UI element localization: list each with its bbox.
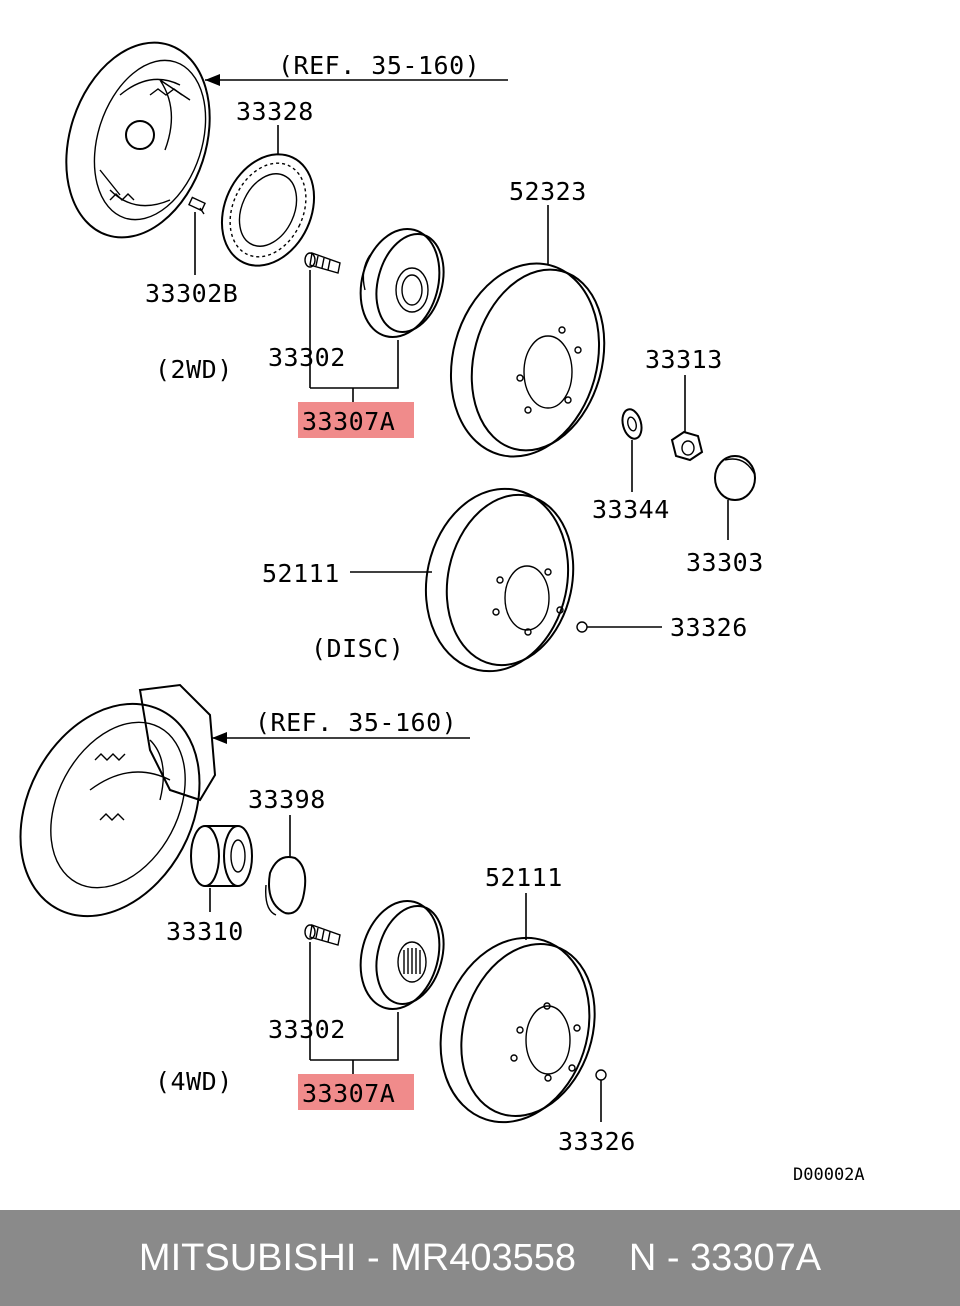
label-disc: (DISC) [311, 634, 404, 663]
part-33302-bolt-top [304, 252, 341, 274]
brake-assembly-bottom [19, 683, 217, 918]
label-33302B: 33302B [145, 279, 238, 308]
part-33328-ring [220, 153, 316, 267]
parts-diagram: (REF. 35-160) 33328 33302B 33302 33307A … [19, 41, 865, 1185]
label-33310: 33310 [166, 917, 244, 946]
label-33344: 33344 [592, 495, 670, 524]
label-33328: 33328 [236, 97, 314, 126]
highlight-33307A-bottom [298, 1074, 414, 1110]
part-52111-disc-mid [424, 487, 575, 673]
brake-assembly-top [65, 41, 211, 239]
label-33307A-bottom: 33307A [302, 1079, 395, 1108]
part-33307A-hub-bottom [359, 899, 445, 1011]
label-52323: 52323 [509, 177, 587, 206]
part-33302B-screw [188, 196, 206, 215]
label-33326-mid: 33326 [670, 613, 748, 642]
part-33326-screw-bottom [595, 1069, 607, 1081]
highlight-33307A-top [298, 402, 414, 438]
diagram-code: D00002A [793, 1165, 865, 1185]
label-33313: 33313 [645, 345, 723, 374]
label-33302-bottom: 33302 [268, 1015, 346, 1044]
part-33326-screw-mid [576, 621, 588, 633]
part-33398-snap-ring [265, 856, 307, 916]
label-4wd: (4WD) [155, 1067, 233, 1096]
footer-text: MITSUBISHI - MR403558 N - 33307A [138, 1236, 822, 1279]
label-52111-bottom: 52111 [485, 863, 563, 892]
label-33326-bottom: 33326 [558, 1127, 636, 1156]
label-33398: 33398 [248, 785, 326, 814]
part-33307A-hub-top [359, 227, 445, 339]
label-52111-mid: 52111 [262, 559, 340, 588]
part-52323-drum [449, 262, 606, 458]
ref-label-top: (REF. 35-160) [278, 51, 480, 80]
part-52111-disc-bottom [439, 936, 596, 1124]
part-33302-bolt-bottom [304, 924, 341, 946]
label-2wd: (2WD) [155, 355, 233, 384]
part-33310-bearing [190, 825, 253, 887]
label-33302-top: 33302 [268, 343, 346, 372]
part-33313-nut [670, 430, 704, 462]
part-33303-cap [714, 455, 756, 501]
footer-bar: MITSUBISHI - MR403558 N - 33307A [0, 1210, 960, 1306]
ref-label-bottom: (REF. 35-160) [255, 708, 457, 737]
label-33307A-top: 33307A [302, 407, 395, 436]
label-33303: 33303 [686, 548, 764, 577]
part-33344-washer [621, 408, 643, 440]
